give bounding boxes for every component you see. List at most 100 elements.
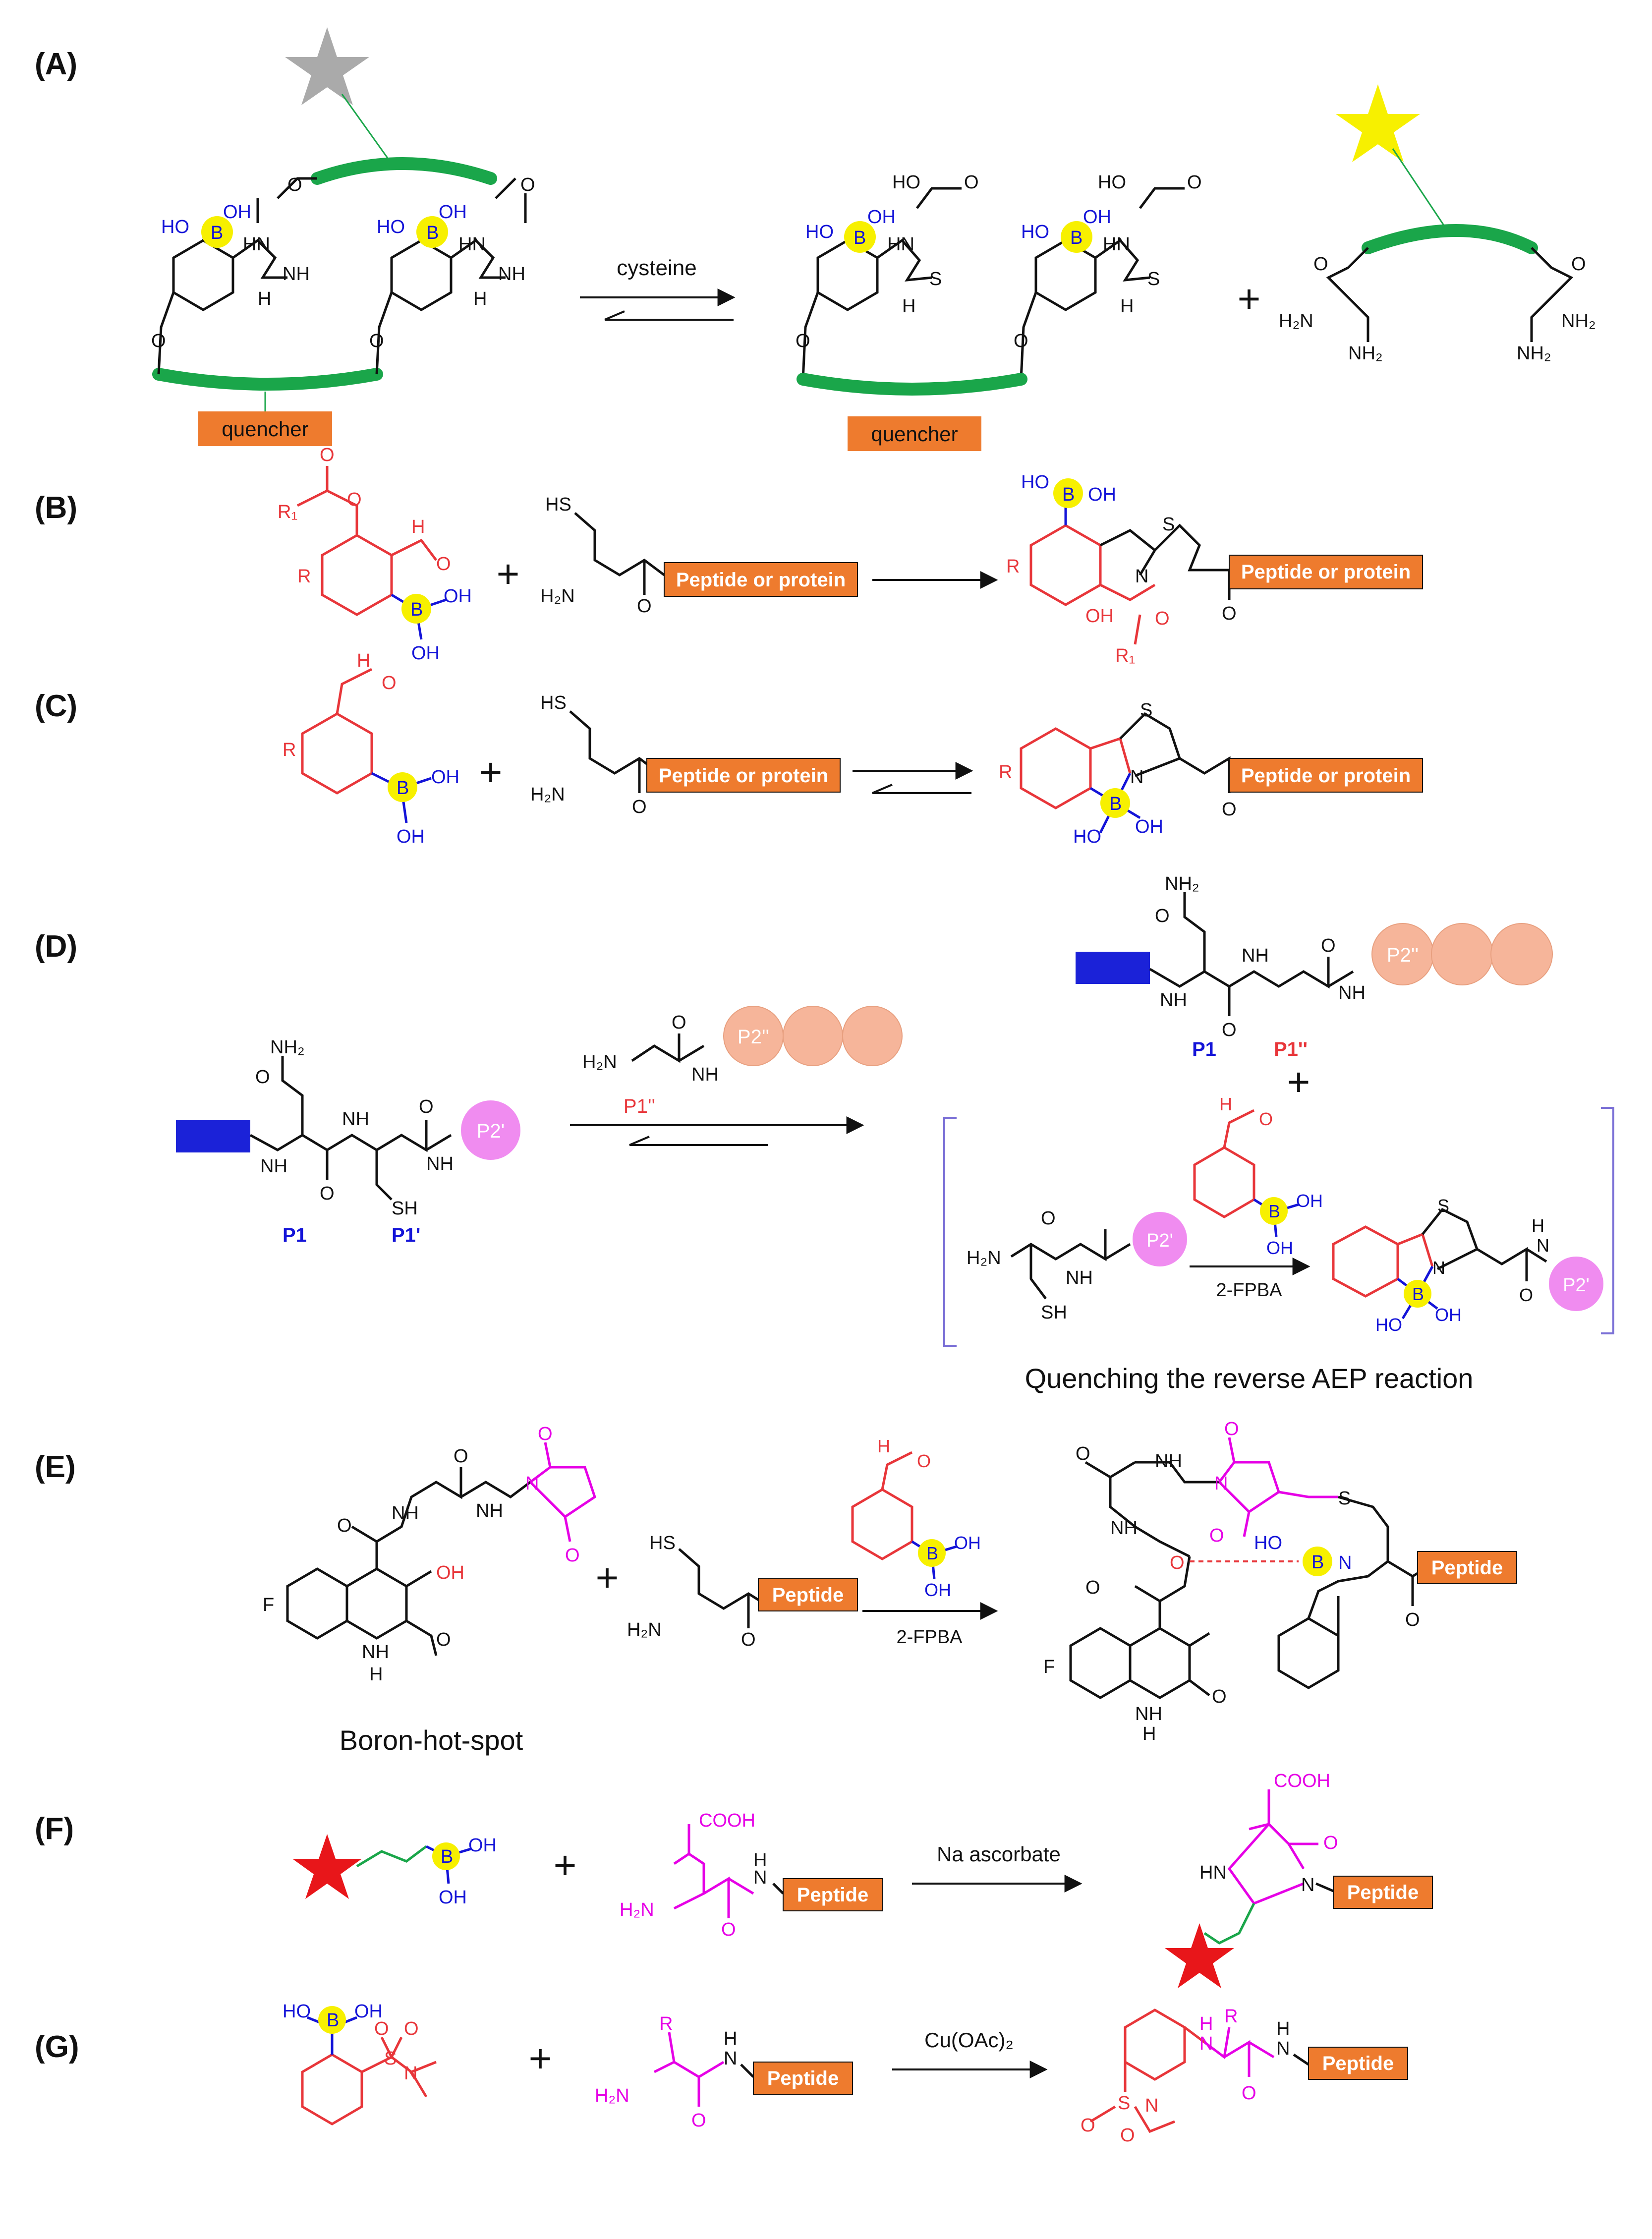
atom-label: HO: [377, 217, 405, 237]
atom-label: O: [1120, 2125, 1135, 2146]
atom-label: OH: [411, 643, 440, 664]
peptide-label: Peptide: [797, 1884, 868, 1906]
atom-label: N: [1135, 566, 1148, 587]
atom-label: H₂N: [530, 784, 565, 805]
atom-label: O: [721, 1919, 736, 1940]
atom-label: S: [1162, 514, 1175, 535]
atom-label: O: [436, 554, 451, 574]
plus-sign: +: [497, 552, 520, 596]
atom-label: O: [382, 673, 397, 693]
atom-label: F: [1043, 1657, 1055, 1677]
atom-label: H: [1532, 1215, 1544, 1236]
p2prime-label: P2': [477, 1120, 505, 1142]
atom-label: H: [1199, 2013, 1213, 2034]
peptide-box: [783, 1878, 883, 1911]
atom-label: COOH: [699, 1810, 755, 1831]
atom-label: R: [1006, 556, 1020, 577]
atom-label: COOH: [1274, 1771, 1330, 1791]
atom-label: H₂N: [582, 1052, 617, 1073]
peptide-box: [1229, 555, 1423, 589]
atom-label: H: [1219, 1094, 1232, 1114]
atom-label: H: [411, 517, 425, 537]
atom-label: SH: [392, 1198, 418, 1219]
atom-label: HO: [1021, 222, 1049, 242]
atom-label: N: [753, 1867, 767, 1888]
atom-label: OH: [1296, 1191, 1323, 1211]
atom-label: O: [1571, 254, 1586, 275]
peptide-label: Peptide: [772, 1584, 844, 1606]
atom-label: H: [258, 288, 271, 309]
reagent-na-ascorbate: Na ascorbate: [937, 1842, 1061, 1866]
boron-highlight: [416, 216, 448, 248]
atom-label: NH: [392, 1503, 419, 1524]
panel-label-a: (A): [35, 47, 77, 81]
atom-label: HO: [1021, 472, 1049, 493]
p2dprime-label: P2'': [738, 1026, 769, 1048]
atom-label: HN: [1199, 1862, 1227, 1883]
atom-label: O: [369, 331, 384, 351]
arrow-label-p1dprime: P1'': [624, 1095, 655, 1117]
peptide-label: Peptide or protein: [676, 569, 846, 591]
p2prime-bead: [1549, 1257, 1603, 1311]
atom-label: O: [1014, 331, 1028, 351]
atom-label: O: [1209, 1525, 1224, 1546]
atom-label: H: [1142, 1723, 1156, 1744]
atom-label: HO: [161, 217, 189, 237]
panel-label-c: (C): [35, 689, 77, 723]
atom-label: O: [1222, 799, 1237, 820]
boron-highlight: [432, 1842, 460, 1870]
atom-label: NH: [498, 264, 525, 285]
boron-highlight: [201, 216, 233, 248]
atom-label: H: [369, 1664, 383, 1685]
atom-label: HN: [887, 234, 914, 255]
atom-label: HO: [1375, 1315, 1402, 1335]
red-star-icon: [1165, 1923, 1234, 1988]
atom-label: N: [1130, 767, 1143, 788]
atom-label: O: [454, 1446, 468, 1467]
atom-label: O: [1222, 1020, 1237, 1040]
atom-label: NH: [1160, 990, 1187, 1011]
atom-label: B: [410, 599, 423, 620]
peptide-box: [1417, 1551, 1517, 1584]
p1-block: [176, 1120, 250, 1152]
boron-highlight: [1053, 478, 1083, 508]
atom-label: OH: [1435, 1305, 1462, 1325]
atom-label: R₁: [278, 502, 297, 522]
atom-label: B: [426, 223, 439, 243]
panel-label-b: (B): [35, 491, 77, 525]
atom-label: NH: [1135, 1704, 1162, 1724]
atom-label: S: [384, 2048, 397, 2069]
atom-label: H: [1276, 2018, 1290, 2039]
atom-label: O: [672, 1012, 686, 1033]
boron-highlight: [1404, 1280, 1431, 1308]
atom-label: R₁: [1115, 645, 1135, 666]
atom-label: S: [1437, 1196, 1449, 1216]
atom-label: OH: [468, 1835, 497, 1856]
atom-label: N: [1432, 1258, 1445, 1278]
atom-label: H₂N: [1279, 311, 1313, 332]
atom-label: H: [724, 2028, 737, 2049]
atom-label: N: [1145, 2095, 1158, 2116]
atom-label: OH: [223, 202, 251, 223]
atom-label: O: [1212, 1686, 1227, 1707]
atom-label: NH: [426, 1153, 454, 1174]
atom-label: O: [419, 1096, 434, 1117]
atom-label: O: [1155, 906, 1170, 926]
atom-label: HN: [243, 234, 270, 255]
peptide-box: [758, 1578, 858, 1611]
atom-label: O: [1405, 1609, 1420, 1630]
plus-sign: +: [529, 2036, 552, 2080]
boron-highlight: [1260, 1197, 1288, 1225]
atom-label: H: [753, 1850, 767, 1871]
atom-label: NH: [691, 1064, 719, 1085]
atom-label: B: [1109, 794, 1122, 814]
atom-label: HO: [1254, 1533, 1282, 1553]
atom-label: O: [436, 1629, 451, 1650]
atom-label: HO: [892, 172, 920, 193]
boron-highlight: [1303, 1547, 1332, 1576]
atom-label: H₂N: [620, 1899, 654, 1920]
plus-sign: +: [479, 750, 503, 794]
atom-label: NH: [1338, 982, 1366, 1003]
peptide-box: [664, 562, 858, 597]
atom-label: NH: [1066, 1267, 1093, 1288]
